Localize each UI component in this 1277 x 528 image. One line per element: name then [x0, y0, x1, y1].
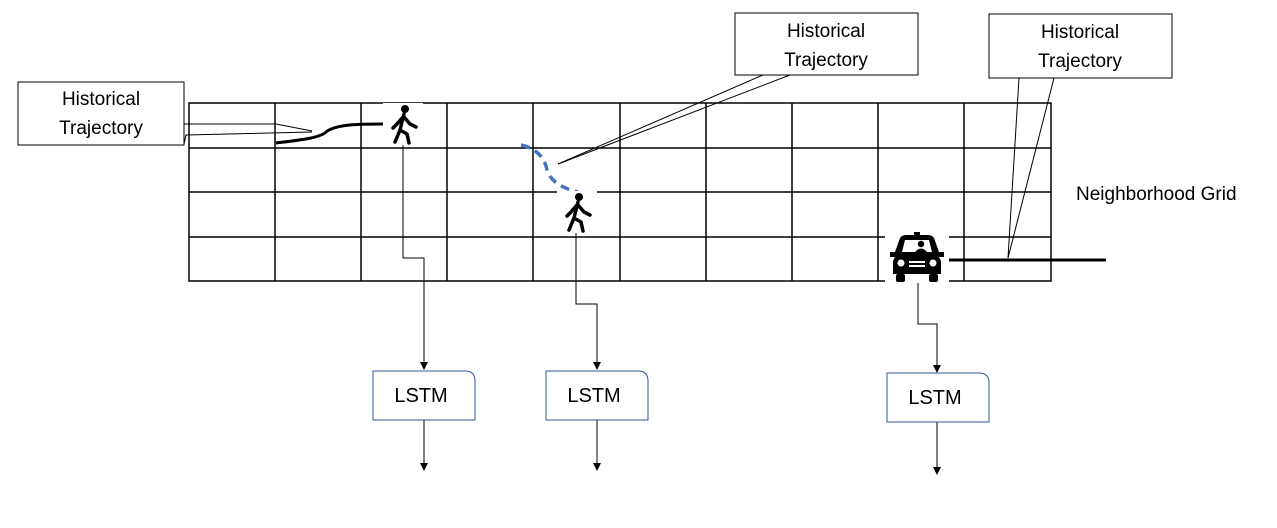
callout-line1: Historical	[1041, 22, 1119, 43]
callout-box	[17, 81, 185, 146]
car-icon	[885, 231, 949, 283]
callout-line1: Historical	[787, 21, 865, 42]
callout-box	[734, 12, 919, 76]
historical-trajectory-dashed	[520, 143, 579, 194]
callout-left: Historical Trajectory	[17, 81, 313, 146]
callout-line2: Trajectory	[1038, 51, 1122, 72]
lstm-block: LSTM	[545, 370, 649, 421]
callout-leader	[557, 74, 791, 165]
connector-arrow	[575, 233, 601, 370]
lstm-label: LSTM	[908, 387, 961, 409]
connector-arrow	[917, 283, 941, 373]
pedestrian-icon	[557, 191, 597, 233]
lstm-label: LSTM	[394, 385, 447, 407]
lstm-block: LSTM	[372, 370, 476, 421]
connector-arrow	[402, 145, 428, 370]
historical-trajectory-solid	[275, 122, 385, 145]
callout-right: Historical Trajectory	[988, 13, 1173, 259]
callout-line1: Historical	[62, 89, 140, 110]
lstm-label: LSTM	[567, 385, 620, 407]
callout-leader	[557, 74, 764, 165]
callout-leader	[184, 123, 313, 132]
callout-leader	[183, 131, 313, 145]
lstm-block: LSTM	[886, 372, 990, 423]
neighborhood-grid-label: Neighborhood Grid	[1076, 184, 1237, 205]
callout-line2: Trajectory	[59, 118, 143, 139]
callout-line2: Trajectory	[784, 50, 868, 71]
callout-middle: Historical Trajectory	[557, 12, 919, 165]
pedestrian-icon	[383, 103, 423, 145]
callout-leader	[1007, 77, 1055, 259]
callout-leader	[1007, 77, 1020, 259]
callout-box	[988, 13, 1173, 79]
